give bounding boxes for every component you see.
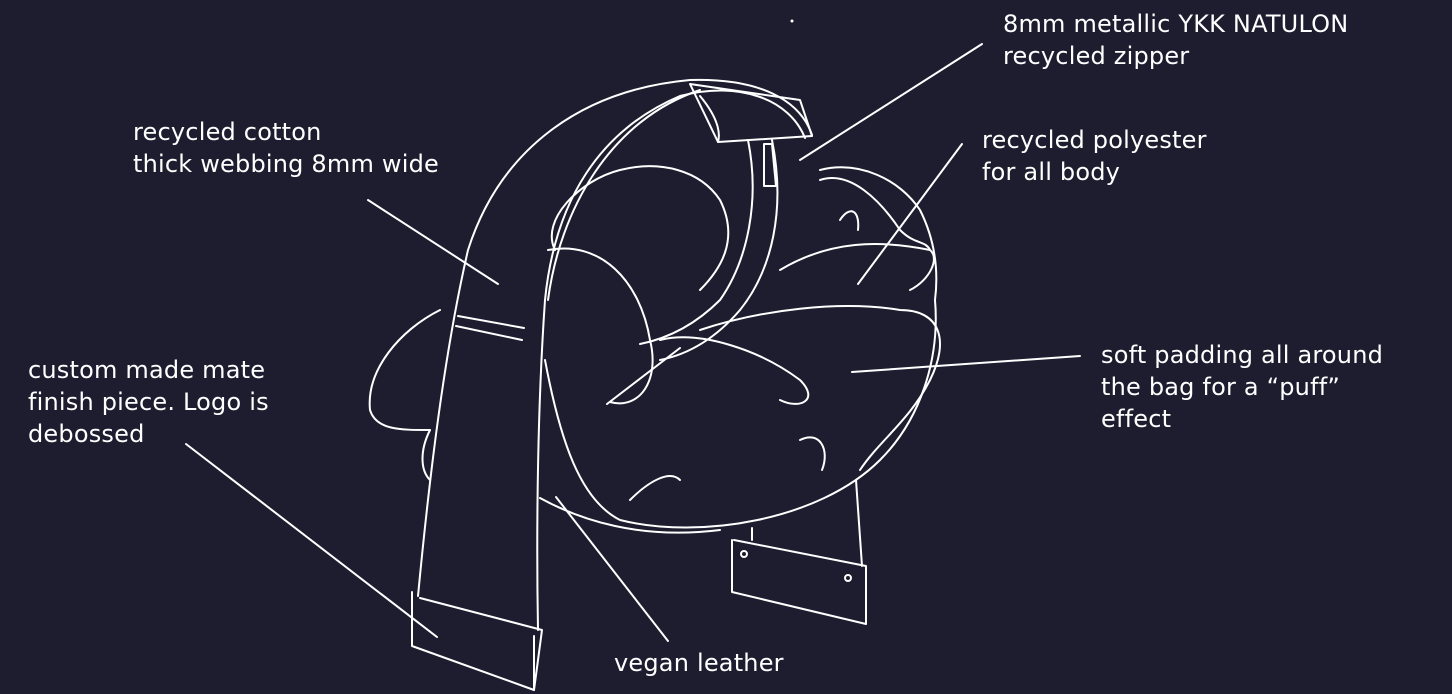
- leader-body-center: [606, 347, 681, 405]
- label-padding: soft padding all around the bag for a “p…: [1101, 339, 1383, 435]
- label-finish-piece-line-2: finish piece. Logo is: [28, 388, 269, 416]
- label-finish-piece-line-3: debossed: [28, 420, 145, 448]
- zipper-pull: [763, 143, 777, 187]
- strap-top-cap-line: [699, 95, 720, 143]
- finish-piece-right: [731, 539, 867, 625]
- label-padding-line-2: the bag for a “puff”: [1101, 373, 1340, 401]
- label-finish-piece-line-1: custom made mate: [28, 356, 266, 384]
- leader-zipper: [799, 43, 983, 161]
- bag-front-panel: [547, 247, 654, 405]
- bag-crease-2: [799, 436, 826, 471]
- bag-body-outline: [544, 166, 938, 529]
- label-webbing: recycled cotton thick webbing 8mm wide: [133, 116, 439, 180]
- rivet-1: [740, 550, 748, 558]
- bag-left-bulge: [368, 309, 441, 431]
- label-body: recycled polyester for all body: [982, 124, 1207, 188]
- label-webbing-line-2: thick webbing 8mm wide: [133, 150, 439, 178]
- zipper-track-inner: [659, 139, 779, 361]
- label-padding-line-3: effect: [1101, 405, 1172, 433]
- label-zipper-line-2: recycled zipper: [1003, 42, 1190, 70]
- bag-crease-1: [629, 475, 681, 501]
- zipper-track-outer: [639, 139, 754, 345]
- strap-outer-edge: [417, 78, 813, 597]
- bag-bottom-seam: [539, 497, 721, 534]
- label-leather: vegan leather: [614, 647, 784, 679]
- bag-puff-3: [779, 243, 935, 291]
- speck-mark: [790, 19, 794, 23]
- strap-stitch-1: [457, 315, 525, 329]
- strap-top-cap: [689, 83, 813, 143]
- bag-fold: [839, 210, 860, 231]
- bag-top-puff: [819, 177, 931, 251]
- bag-left-bulge-2: [421, 429, 431, 481]
- leader-body: [857, 143, 963, 285]
- finish-piece-left: [411, 591, 543, 691]
- label-zipper: 8mm metallic YKK NATULON recycled zipper: [1003, 8, 1348, 72]
- rivet-2: [844, 574, 852, 582]
- label-body-line-1: recycled polyester: [982, 126, 1207, 154]
- strap-mid-edge: [547, 89, 701, 301]
- label-webbing-line-1: recycled cotton: [133, 118, 322, 146]
- bag-inner-curve: [550, 165, 730, 291]
- leader-leather: [555, 496, 669, 642]
- leader-webbing: [367, 199, 499, 285]
- bag-puff-2: [699, 305, 941, 471]
- label-finish-piece: custom made mate finish piece. Logo is d…: [28, 354, 269, 450]
- label-body-line-2: for all body: [982, 158, 1121, 186]
- label-zipper-line-1: 8mm metallic YKK NATULON: [1003, 10, 1349, 38]
- bag-puff-1: [659, 336, 810, 405]
- label-leather-line-1: vegan leather: [614, 649, 784, 677]
- right-strap: [751, 479, 863, 567]
- leader-padding: [851, 355, 1081, 373]
- leader-piece: [185, 443, 438, 638]
- label-padding-line-1: soft padding all around: [1101, 341, 1384, 369]
- strap-stitch-2: [455, 325, 523, 341]
